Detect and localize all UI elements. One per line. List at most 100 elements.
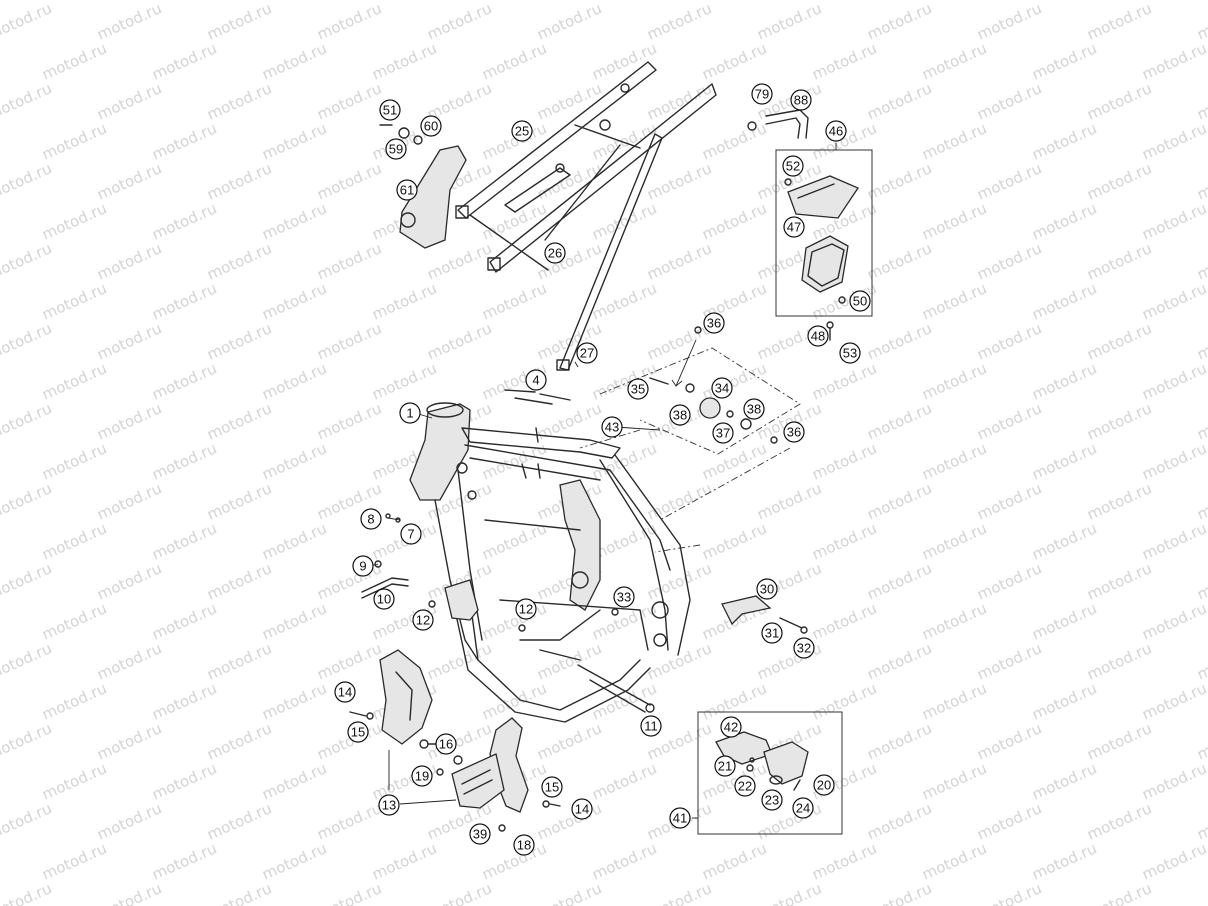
watermark-text: motod.ru: [1139, 599, 1208, 643]
watermark-text: motod.ru: [424, 879, 494, 906]
watermark-text: motod.ru: [424, 239, 494, 283]
callout-53[interactable]: 53: [839, 342, 861, 364]
watermark-text: motod.ru: [259, 279, 329, 323]
watermark-text: motod.ru: [1029, 839, 1099, 883]
watermark-text: motod.ru: [754, 479, 824, 523]
callout-34[interactable]: 34: [711, 377, 733, 399]
callout-4[interactable]: 4: [525, 369, 547, 391]
callout-9[interactable]: 9: [352, 555, 374, 577]
watermark-text: motod.ru: [94, 239, 164, 283]
callout-20[interactable]: 20: [813, 774, 835, 796]
watermark-text: motod.ru: [864, 79, 934, 123]
callout-16[interactable]: 16: [435, 733, 457, 755]
callout-47[interactable]: 47: [783, 216, 805, 238]
callout-8[interactable]: 8: [360, 508, 382, 530]
watermark-text: motod.ru: [589, 39, 659, 83]
callout-12-right[interactable]: 12: [515, 598, 537, 620]
callout-10[interactable]: 10: [373, 588, 395, 610]
callout-42[interactable]: 42: [720, 716, 742, 738]
watermark-text: motod.ru: [314, 0, 384, 44]
watermark-text: motod.ru: [149, 439, 219, 483]
callout-14-right[interactable]: 14: [571, 798, 593, 820]
callout-14-left[interactable]: 14: [334, 681, 356, 703]
callout-23[interactable]: 23: [761, 789, 783, 811]
callout-30[interactable]: 30: [756, 578, 778, 600]
svg-text:24: 24: [796, 801, 810, 816]
watermark-text: motod.ru: [699, 199, 769, 243]
callout-13[interactable]: 13: [378, 794, 400, 816]
callout-38-right[interactable]: 38: [743, 398, 765, 420]
callout-59[interactable]: 59: [385, 138, 407, 160]
callout-43[interactable]: 43: [601, 416, 623, 438]
callout-15-right[interactable]: 15: [541, 776, 563, 798]
callout-11[interactable]: 11: [640, 715, 662, 737]
callout-51[interactable]: 51: [379, 99, 401, 121]
callout-60[interactable]: 60: [420, 115, 442, 137]
frame-guard-left: [349, 649, 437, 749]
callout-50[interactable]: 50: [849, 290, 871, 312]
watermark-text: motod.ru: [919, 199, 989, 243]
watermark-text: motod.ru: [94, 79, 164, 123]
callout-88[interactable]: 88: [790, 89, 812, 111]
callout-26[interactable]: 26: [544, 242, 566, 264]
watermark-text: motod.ru: [919, 39, 989, 83]
svg-text:20: 20: [817, 778, 831, 793]
callout-37[interactable]: 37: [712, 422, 734, 444]
callout-38-left[interactable]: 38: [669, 404, 691, 426]
callout-15-left[interactable]: 15: [347, 721, 369, 743]
watermark-text: motod.ru: [644, 0, 714, 44]
watermark-text: motod.ru: [0, 559, 54, 603]
frame-protector-stickers: [504, 389, 571, 405]
watermark-text: motod.ru: [644, 159, 714, 203]
watermark-text: motod.ru: [0, 159, 54, 203]
callout-61[interactable]: 61: [396, 179, 418, 201]
svg-text:15: 15: [351, 725, 365, 740]
callout-32[interactable]: 32: [793, 637, 815, 659]
watermark-text: motod.ru: [1029, 199, 1099, 243]
callout-21[interactable]: 21: [714, 755, 736, 777]
watermark-text: motod.ru: [534, 799, 604, 843]
svg-text:13: 13: [382, 798, 396, 813]
watermark-text: motod.ru: [479, 0, 549, 4]
watermark-text: motod.ru: [1029, 519, 1099, 563]
watermark-text: motod.ru: [809, 599, 879, 643]
callout-24[interactable]: 24: [792, 797, 814, 819]
svg-text:16: 16: [439, 737, 453, 752]
svg-text:11: 11: [644, 719, 658, 734]
callout-12-left[interactable]: 12: [412, 609, 434, 631]
callout-46[interactable]: 46: [825, 120, 847, 142]
tool-box: [784, 175, 859, 341]
watermark-text: motod.ru: [1194, 639, 1208, 683]
watermark-text: motod.ru: [919, 759, 989, 803]
callout-31[interactable]: 31: [761, 622, 783, 644]
svg-text:47: 47: [787, 220, 801, 235]
callout-33[interactable]: 33: [613, 586, 635, 608]
watermark-text: motod.ru: [204, 559, 274, 603]
watermark-text: motod.ru: [149, 599, 219, 643]
callout-7[interactable]: 7: [400, 523, 422, 545]
callout-25[interactable]: 25: [511, 120, 533, 142]
svg-text:26: 26: [548, 246, 562, 261]
callout-27[interactable]: 27: [576, 342, 598, 364]
callout-18[interactable]: 18: [513, 834, 535, 856]
callout-48[interactable]: 48: [807, 325, 829, 347]
watermark-text: motod.ru: [919, 359, 989, 403]
callout-35[interactable]: 35: [627, 378, 649, 400]
watermark-text: motod.ru: [94, 399, 164, 443]
callout-22[interactable]: 22: [734, 775, 756, 797]
callout-52[interactable]: 52: [782, 155, 804, 177]
callout-36-bottom[interactable]: 36: [783, 421, 805, 443]
watermark-text: motod.ru: [1139, 759, 1208, 803]
watermark-text: motod.ru: [259, 439, 329, 483]
watermark-text: motod.ru: [644, 79, 714, 123]
callout-36-top[interactable]: 36: [703, 312, 725, 334]
callout-41[interactable]: 41: [669, 807, 691, 829]
callout-1[interactable]: 1: [399, 402, 421, 424]
watermark-text: motod.ru: [1084, 0, 1154, 44]
callout-19[interactable]: 19: [411, 765, 433, 787]
callout-39[interactable]: 39: [469, 823, 491, 845]
watermark-text: motod.ru: [864, 879, 934, 906]
callout-79[interactable]: 79: [751, 83, 773, 105]
watermark-text: motod.ru: [259, 599, 329, 643]
callout-layer: 1 4 7 8 9 10 11 12 12 13 14 14 15 15 16 …: [334, 83, 871, 856]
